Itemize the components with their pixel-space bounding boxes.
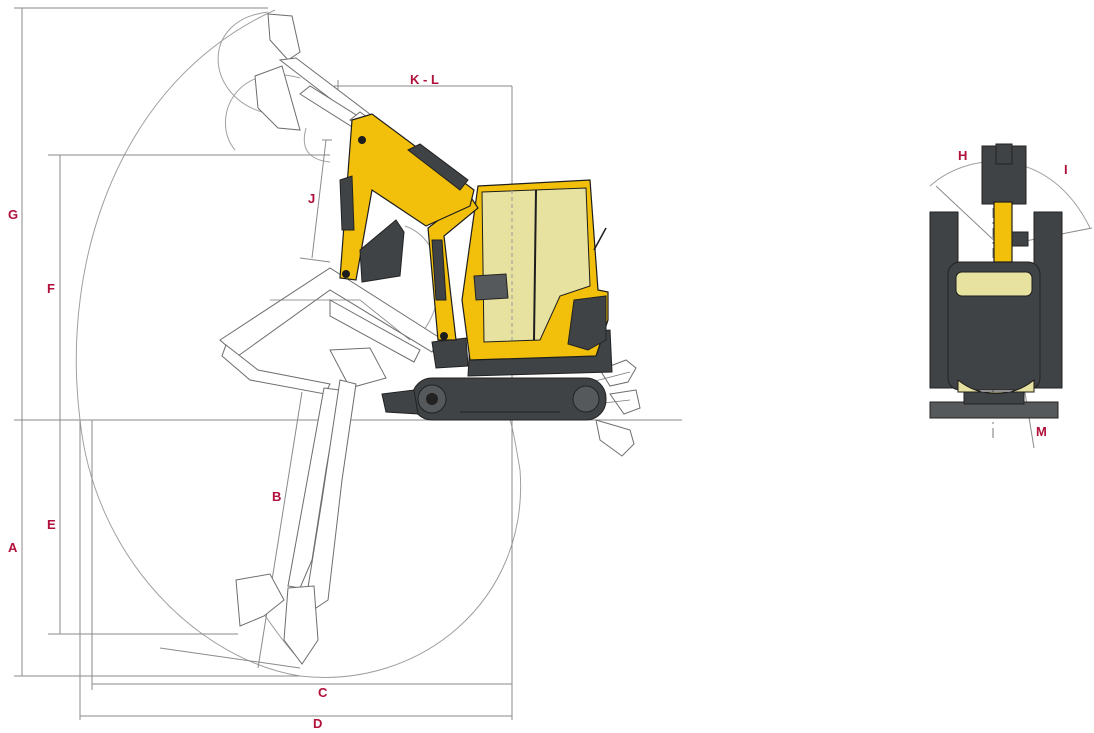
label-b: B xyxy=(272,489,281,504)
excavator-body xyxy=(431,179,613,377)
label-m: M xyxy=(1036,424,1047,439)
label-c: C xyxy=(318,685,328,700)
label-j: J xyxy=(308,191,315,206)
working-arm xyxy=(339,113,479,341)
label-i: I xyxy=(1064,162,1068,177)
ghost-arm-extended xyxy=(219,267,441,395)
label-f: F xyxy=(47,281,55,296)
label-a: A xyxy=(8,540,18,555)
track-undercarriage xyxy=(381,377,607,421)
label-e: E xyxy=(47,517,56,532)
label-g: G xyxy=(8,207,18,222)
label-kl: K - L xyxy=(410,72,439,87)
ghost-arm-dig xyxy=(235,379,357,665)
label-h: H xyxy=(958,148,967,163)
front-view: H I M xyxy=(929,143,1093,449)
label-d: D xyxy=(313,716,322,731)
side-view: G F A E B C D J K - L xyxy=(8,7,682,731)
